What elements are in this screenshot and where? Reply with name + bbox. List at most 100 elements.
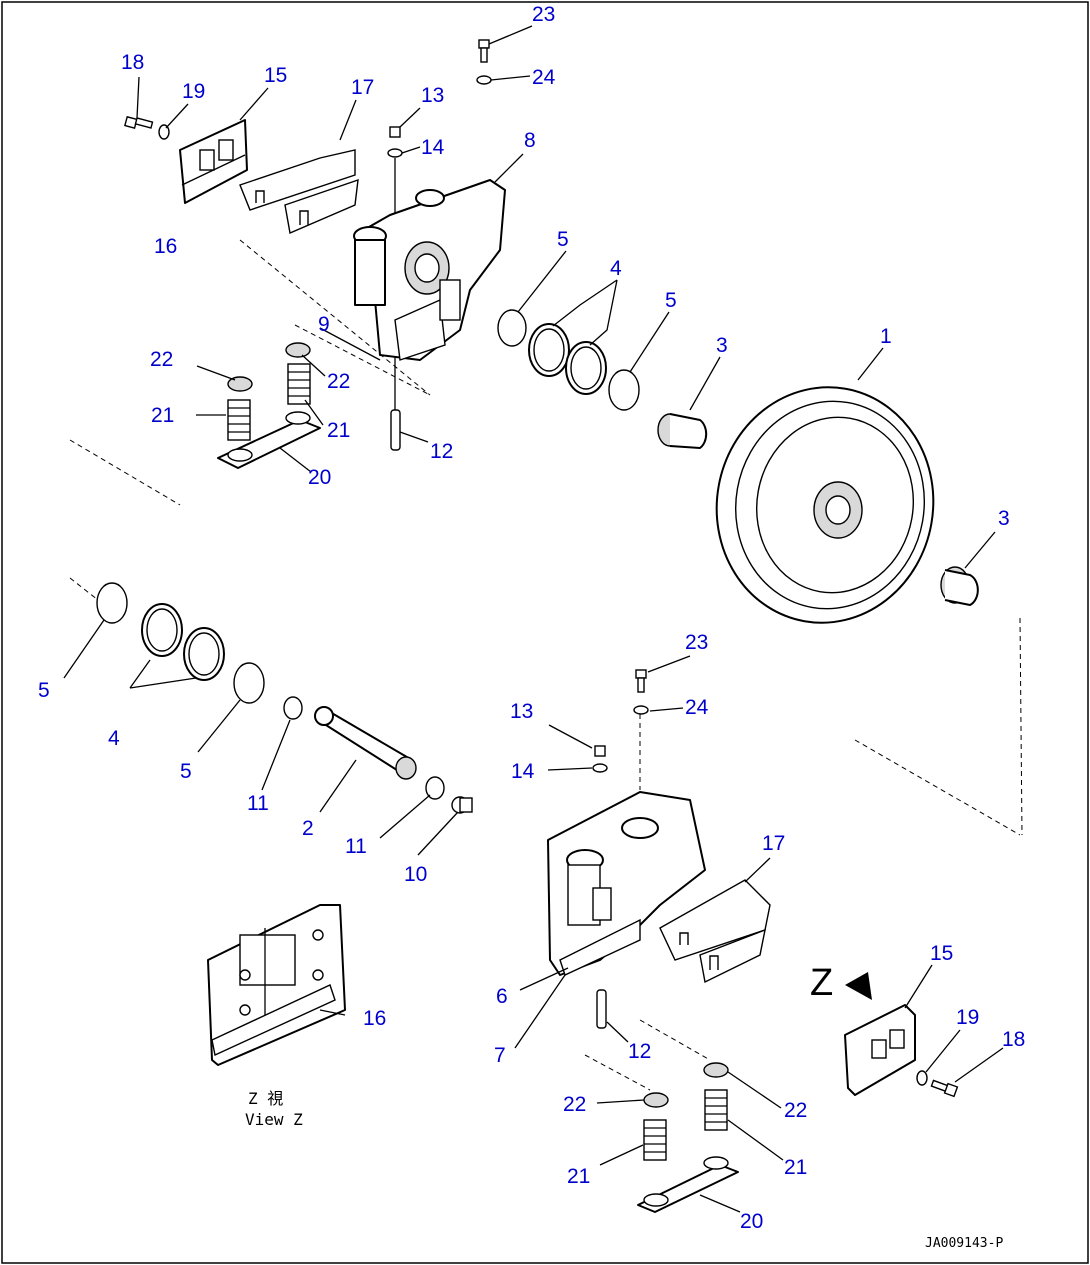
label-24-upper: 24 [532, 66, 556, 89]
label-21-lower-a: 21 [567, 1165, 590, 1188]
pin-12-lower [596, 989, 607, 1029]
plate-15-lower [844, 1004, 916, 1096]
seal-5-upper-b [608, 369, 640, 411]
ring-4-upper-a [528, 323, 570, 377]
leader-lines [63, 25, 1004, 1213]
label-7: 7 [494, 1044, 506, 1067]
label-4-upper: 4 [610, 257, 622, 280]
plate-20-lower [637, 1156, 739, 1213]
label-24-lower: 24 [685, 696, 709, 719]
bracket-6-lower [547, 791, 706, 976]
label-4-left: 4 [108, 727, 120, 750]
plate-20-upper [217, 411, 321, 469]
shaft-2 [314, 706, 417, 780]
view-z-caption-en: View Z [245, 1110, 303, 1129]
label-18-lower: 18 [1002, 1028, 1025, 1051]
label-19-lower: 19 [956, 1006, 979, 1029]
label-23-upper: 23 [532, 3, 555, 26]
bolt-13-lower [594, 745, 606, 757]
label-12-lower: 12 [628, 1040, 651, 1063]
seal-11-right [425, 776, 445, 800]
bracket-8-upper [353, 179, 506, 361]
label-5-upper-b: 5 [665, 289, 677, 312]
bolt-23-lower [635, 669, 647, 693]
label-21-lower-b: 21 [784, 1156, 807, 1179]
spring-21-upper-a [227, 399, 251, 441]
label-5-left-a: 5 [38, 679, 50, 702]
label-22-lower-a: 22 [563, 1093, 586, 1116]
label-17-upper: 17 [351, 76, 374, 99]
ring-4-left-a [141, 603, 183, 657]
spring-21-lower-a [643, 1119, 667, 1161]
label-11-right: 11 [345, 835, 367, 858]
washer-14-upper [387, 148, 403, 158]
washer-19-lower [916, 1070, 928, 1086]
label-16-view-z: 16 [363, 1007, 386, 1030]
bushing-3-upper [657, 413, 708, 449]
label-15-upper: 15 [264, 64, 287, 87]
label-23-lower: 23 [685, 631, 708, 654]
seal-11-left [283, 696, 303, 720]
label-6: 6 [496, 985, 508, 1008]
label-8: 8 [524, 129, 536, 152]
washer-24-upper [476, 75, 492, 85]
label-13-upper: 13 [421, 84, 444, 107]
label-3-upper: 3 [716, 334, 728, 357]
label-15-lower: 15 [930, 942, 953, 965]
plate-15-upper [179, 119, 248, 204]
seal-5-upper-a [497, 309, 527, 347]
seal-5-left-b [233, 662, 265, 704]
shim-17-lower [659, 879, 771, 984]
view-z-caption-native: Z 視 [248, 1089, 283, 1108]
label-18-upper: 18 [121, 51, 144, 74]
label-1: 1 [880, 325, 892, 348]
washer-24-lower [633, 705, 649, 715]
cap-22-upper-a [227, 376, 253, 392]
label-19-upper: 19 [182, 80, 205, 103]
label-2: 2 [302, 817, 314, 840]
label-14-lower: 14 [511, 760, 535, 783]
label-14-upper: 14 [421, 136, 445, 159]
label-12-upper: 12 [430, 440, 453, 463]
label-11-left: 11 [247, 792, 269, 815]
plug-10 [451, 796, 473, 814]
idler-wheel-1 [715, 386, 935, 624]
bolt-13-upper [389, 126, 401, 138]
label-22-lower-b: 22 [784, 1099, 807, 1122]
bolt-18-lower [930, 1079, 959, 1098]
shim-17-upper [239, 149, 359, 234]
spring-21-lower-b [704, 1089, 728, 1131]
label-20-lower: 20 [740, 1210, 763, 1233]
label-16-upper: 16 [154, 235, 177, 258]
ring-4-upper-b [565, 341, 607, 395]
label-10: 10 [404, 863, 427, 886]
ring-4-left-b [183, 627, 225, 681]
pin-12-upper [390, 409, 401, 451]
guide-lines [69, 239, 1023, 1091]
label-5-left-b: 5 [180, 760, 192, 783]
bolt-23-upper [478, 39, 490, 63]
washer-14-lower [592, 763, 608, 773]
spring-21-upper-b [287, 363, 311, 405]
part-number-labels: 23 24 18 19 15 17 13 14 8 16 5 4 5 9 3 1… [38, 3, 1025, 1233]
view-arrow-z [845, 972, 872, 1000]
label-3-right: 3 [998, 507, 1010, 530]
bushing-3-right [940, 566, 979, 606]
washer-19-upper [158, 124, 170, 140]
cap-22-lower-a [643, 1092, 669, 1108]
label-13-lower: 13 [510, 700, 533, 723]
seal-5-left-a [96, 582, 128, 624]
label-20-upper: 20 [308, 466, 331, 489]
view-z-letter: Z [810, 962, 833, 1004]
plate-16-view-z [207, 904, 346, 1066]
label-21-upper-b: 21 [327, 419, 350, 442]
label-21-upper-a: 21 [151, 404, 174, 427]
label-22-upper-b: 22 [327, 370, 350, 393]
label-17-lower: 17 [762, 832, 785, 855]
label-9: 9 [318, 313, 330, 336]
label-5-upper-a: 5 [557, 228, 569, 251]
cap-22-lower-b [703, 1062, 729, 1078]
